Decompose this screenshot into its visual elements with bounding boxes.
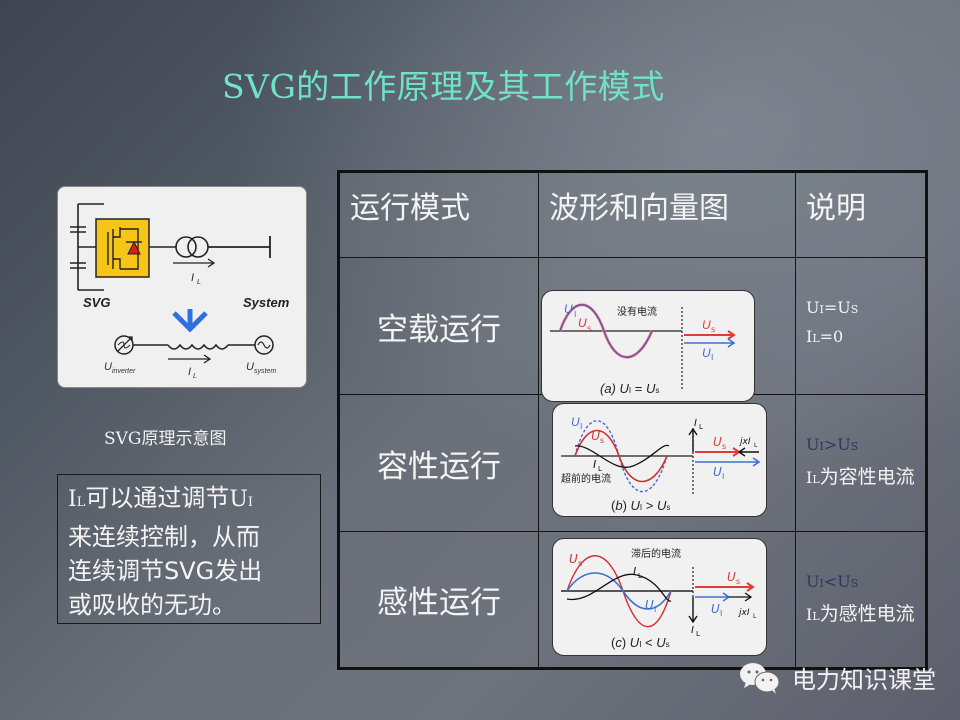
note-line-3: 连续调节SVG发出	[68, 557, 263, 585]
note-line-2: 来连续控制，从而	[68, 523, 260, 551]
svg-schematic-figure: I L SVG System I L U inverter U system	[57, 186, 307, 388]
svg-text:I: I	[722, 472, 724, 481]
svg-text:U: U	[578, 316, 587, 330]
svg-text:I: I	[654, 605, 656, 614]
svg-text:I: I	[574, 310, 576, 319]
brand-watermark: 电力知识课堂	[738, 660, 936, 695]
svg-text:L: L	[638, 572, 642, 580]
mode-inductive: 感性运行	[338, 531, 539, 669]
svg-text:U: U	[727, 570, 736, 584]
capacitor-icon	[70, 203, 104, 291]
svg-text:s: s	[711, 325, 715, 334]
description-inductive: UI<US IL为感性电流	[795, 531, 927, 669]
svg-text:超前的电流: 超前的电流	[561, 472, 611, 485]
inductor-icon	[167, 343, 229, 350]
svg-text:(c) UI < Us: (c) UI < Us	[611, 635, 670, 650]
svg-text:I: I	[191, 272, 194, 284]
svg-text:U: U	[569, 552, 578, 566]
svg-text:I: I	[694, 418, 697, 429]
svg-text:L: L	[696, 630, 700, 638]
desc-current: IL为容性电流	[806, 466, 915, 488]
svg-text:s: s	[722, 442, 726, 451]
svg-text:s: s	[578, 559, 582, 568]
svg-text:U: U	[702, 346, 711, 360]
schematic-caption: SVG原理示意图	[104, 429, 227, 449]
mode-capacitive: 容性运行	[338, 394, 539, 532]
svg-text:I: I	[711, 353, 713, 362]
svg-text:U: U	[702, 318, 711, 332]
svg-text:jxI: jxI	[738, 437, 751, 447]
svg-text:(b) UI > Us: (b) UI > Us	[611, 498, 670, 513]
svg-text:SVG: SVG	[83, 295, 110, 310]
svg-text:L: L	[598, 465, 602, 473]
header-waveform: 波形和向量图	[538, 171, 796, 258]
svg-text:I: I	[593, 458, 596, 471]
svg-text:U: U	[711, 602, 720, 616]
svg-text:I: I	[633, 565, 636, 578]
svg-text:滞后的电流: 滞后的电流	[631, 547, 681, 560]
svg-text:I: I	[720, 609, 722, 618]
svg-text:s: s	[587, 324, 591, 333]
page-title: SVG的工作原理及其工作模式	[222, 67, 665, 106]
desc-relation: UI=US	[806, 298, 859, 317]
svg-text:U: U	[713, 465, 722, 479]
svg-text:L: L	[197, 279, 201, 286]
svg-converter-block	[95, 218, 150, 278]
svg-text:system: system	[254, 368, 276, 375]
operation-modes-table: 运行模式 波形和向量图 说明 空载运行 U I U s 没有电流	[337, 170, 928, 670]
mode-no-load: 空载运行	[338, 257, 539, 395]
svg-text:U: U	[104, 361, 112, 373]
description-no-load: UI=US IL=0	[795, 257, 927, 395]
ac-source-icon	[254, 335, 274, 355]
svg-text:L: L	[193, 373, 197, 380]
down-arrow-icon	[172, 309, 208, 333]
desc-relation: UI<US	[806, 572, 859, 591]
svg-text:jxI: jxI	[737, 608, 750, 618]
note-box: IL可以通过调节UI 来连续控制，从而 连续调节SVG发出 或吸收的无功。	[57, 474, 321, 624]
svg-text:U: U	[645, 598, 654, 612]
svg-text:U: U	[713, 435, 722, 449]
header-mode: 运行模式	[338, 171, 539, 258]
svg-text:I: I	[188, 366, 191, 378]
svg-text:s: s	[736, 577, 740, 586]
svg-text:System: System	[243, 295, 290, 310]
svg-text:(a) UI = Us: (a) UI = Us	[600, 381, 659, 396]
description-capacitive: UI>US IL为容性电流	[795, 394, 927, 532]
transformer-icon	[175, 236, 209, 258]
svg-text:没有电流: 没有电流	[617, 305, 657, 318]
svg-text:s: s	[600, 436, 604, 445]
current-arrow-icon	[173, 258, 216, 268]
svg-text:inverter: inverter	[112, 368, 136, 375]
svg-text:U: U	[591, 429, 600, 443]
header-description: 说明	[795, 171, 927, 258]
svg-text:L: L	[754, 442, 758, 449]
brand-name: 电力知识课堂	[792, 666, 936, 694]
svg-text:U: U	[571, 415, 580, 429]
svg-text:L: L	[699, 423, 703, 431]
svg-text:I: I	[691, 625, 694, 636]
desc-current: IL为感性电流	[806, 603, 915, 625]
svg-text:I: I	[580, 422, 582, 431]
svg-text:U: U	[246, 361, 254, 373]
note-line-1: IL可以通过调节UI	[68, 484, 254, 512]
wechat-icon	[740, 662, 780, 694]
desc-current: IL=0	[806, 327, 844, 346]
table-header-row: 运行模式 波形和向量图 说明	[338, 171, 927, 258]
svg-text:U: U	[564, 302, 573, 316]
note-line-4: 或吸收的无功。	[68, 591, 236, 619]
desc-relation: UI>US	[806, 435, 859, 454]
svg-circuit-diagram: I L SVG System I L U inverter U system	[70, 203, 290, 380]
svg-text:L: L	[753, 613, 757, 620]
